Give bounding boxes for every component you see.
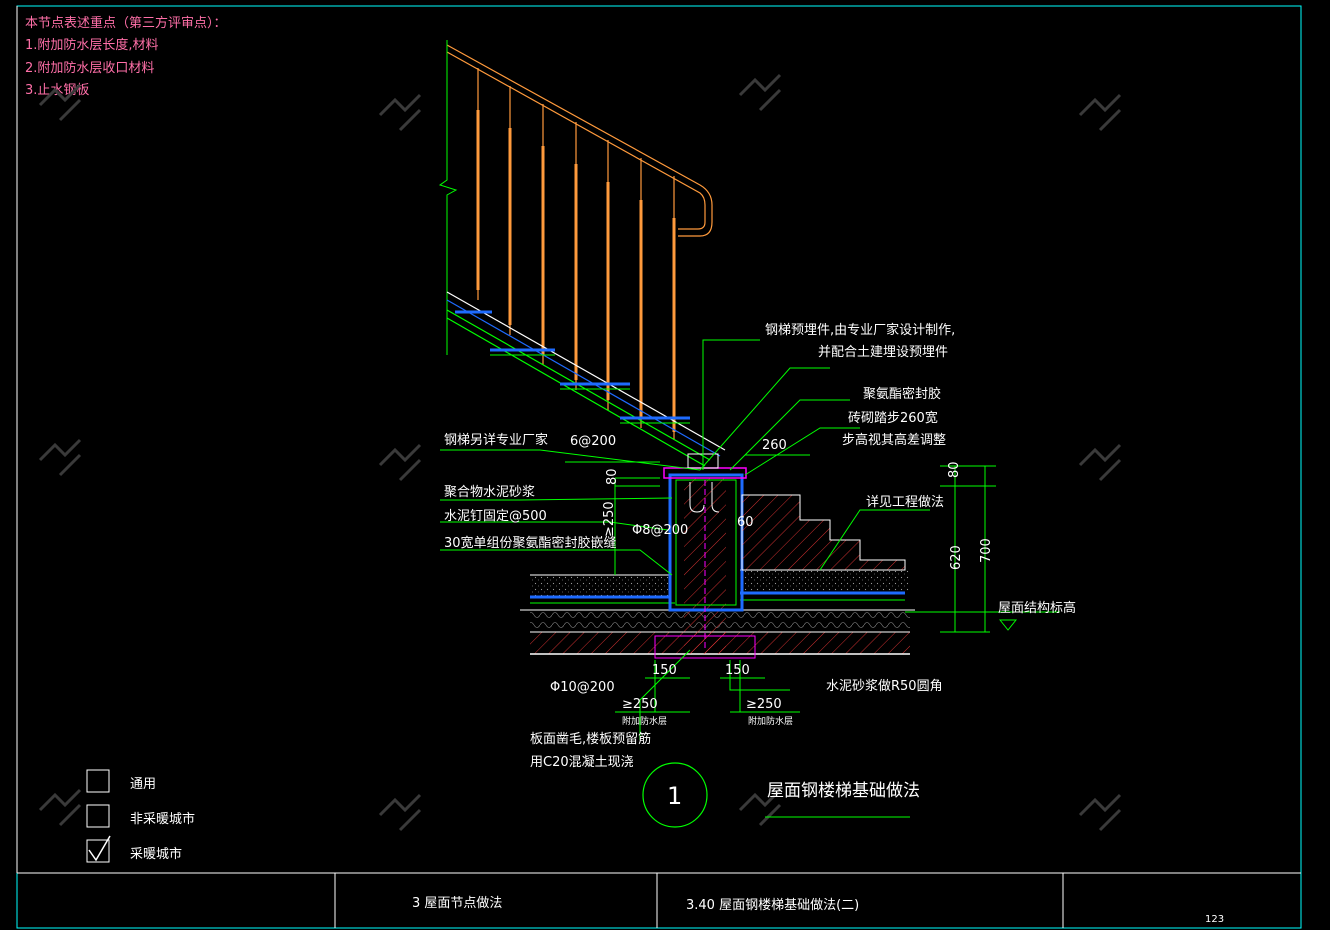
label-nail: 水泥钉固定@500 xyxy=(444,509,547,524)
drawing-frame xyxy=(16,5,1302,929)
dim-700: 700 xyxy=(979,538,994,563)
dim-150-left: 150 xyxy=(652,663,677,678)
stair-tread-edges xyxy=(490,354,690,424)
dim-ge250-right: ≥250 xyxy=(746,697,782,712)
dim-phi10: Φ10@200 xyxy=(550,680,615,695)
concrete-upstand xyxy=(654,453,756,659)
dim-80-left: 80 xyxy=(605,468,620,485)
dim-ge250-vertical: ≥250 xyxy=(602,501,617,537)
dim-6at200: 6@200 xyxy=(570,434,616,449)
leader-lines xyxy=(440,339,930,740)
label-slab-1: 板面凿毛,楼板预留筋 xyxy=(530,731,651,747)
title-section: 3 屋面节点做法 xyxy=(412,896,502,911)
dim-620: 620 xyxy=(949,545,964,570)
legend-label-general: 通用 xyxy=(130,777,156,792)
annotation-texts: 钢梯预埋件,由专业厂家设计制作, 并配合土建埋设预埋件 聚氨酯密封胶 砖砌踏步2… xyxy=(444,322,1076,770)
checkbox-general[interactable] xyxy=(86,769,110,793)
detail-number: 1 xyxy=(667,782,682,810)
dim-150-right: 150 xyxy=(725,663,750,678)
review-notes-heading: 本节点表述重点（第三方评审点）： xyxy=(25,15,227,31)
label-polymer-mortar: 聚合物水泥砂浆 xyxy=(444,485,535,500)
brick-step xyxy=(741,494,906,571)
stair-treads xyxy=(455,310,690,420)
dim-60: 60 xyxy=(737,515,754,530)
review-notes: 本节点表述重点（第三方评审点）： 1.附加防水层长度,材料 2.附加防水层收口材… xyxy=(25,15,227,98)
legend-label-non-heating: 非采暖城市 xyxy=(130,811,195,827)
page-number: 123 xyxy=(1205,914,1224,925)
detail-bubble xyxy=(642,762,708,828)
label-roof-structure: 屋面结构标高 xyxy=(998,600,1076,616)
dim-260: 260 xyxy=(762,438,787,453)
label-stair-vendor: 钢梯另详专业厂家 xyxy=(444,432,548,448)
label-embed-line1: 钢梯预埋件,由专业厂家设计制作, xyxy=(765,322,955,338)
review-note-2: 2.附加防水层收口材料 xyxy=(25,60,154,76)
legend-label-heating: 采暖城市 xyxy=(130,846,182,862)
detail-callout: 1 屋面钢楼梯基础做法 xyxy=(642,762,920,828)
label-seam: 30宽单组份聚氨酯密封胶嵌缝 xyxy=(444,535,617,551)
checkbox-non-heating[interactable] xyxy=(86,804,110,828)
label-slab-2: 用C20混凝土现浇 xyxy=(530,754,634,770)
break-line xyxy=(438,40,458,355)
watermarks xyxy=(38,73,1122,832)
stair-stringer xyxy=(446,291,726,467)
checkbox-heating[interactable] xyxy=(86,839,110,863)
level-marker xyxy=(905,465,1060,633)
dimension-texts: 6@200 80 260 ≥250 Φ8@200 60 80 620 700 Φ… xyxy=(550,434,994,712)
dim-80-right: 80 xyxy=(947,461,962,478)
detail-title: 屋面钢楼梯基础做法 xyxy=(767,781,920,801)
label-brick-step: 砖砌踏步260宽 xyxy=(848,410,938,426)
label-brick-height: 步高视其高差调整 xyxy=(842,432,946,448)
dim-phi8: Φ8@200 xyxy=(632,523,688,538)
check-mark-icon xyxy=(88,835,111,862)
title-item: 3.40 屋面钢楼梯基础做法(二) xyxy=(686,898,859,913)
stair-railing xyxy=(446,44,713,440)
label-fillet: 水泥砂浆做R50圆角 xyxy=(826,679,943,694)
applicability-legend: 通用 非采暖城市 采暖城市 xyxy=(86,769,195,863)
label-see-project: 详见工程做法 xyxy=(866,495,944,510)
review-note-1: 1.附加防水层长度,材料 xyxy=(25,37,159,53)
title-block: 3 屋面节点做法 3.40 屋面钢楼梯基础做法(二) 123 xyxy=(17,872,1301,928)
label-embed-line2: 并配合土建埋设预埋件 xyxy=(818,345,948,360)
dim-ge250-left: ≥250 xyxy=(622,697,658,712)
label-addl-layer-right: 附加防水层 xyxy=(748,715,793,727)
label-sealant: 聚氨酯密封胶 xyxy=(863,386,941,402)
label-addl-layer-left: 附加防水层 xyxy=(622,715,667,727)
roof-layers xyxy=(520,569,915,655)
